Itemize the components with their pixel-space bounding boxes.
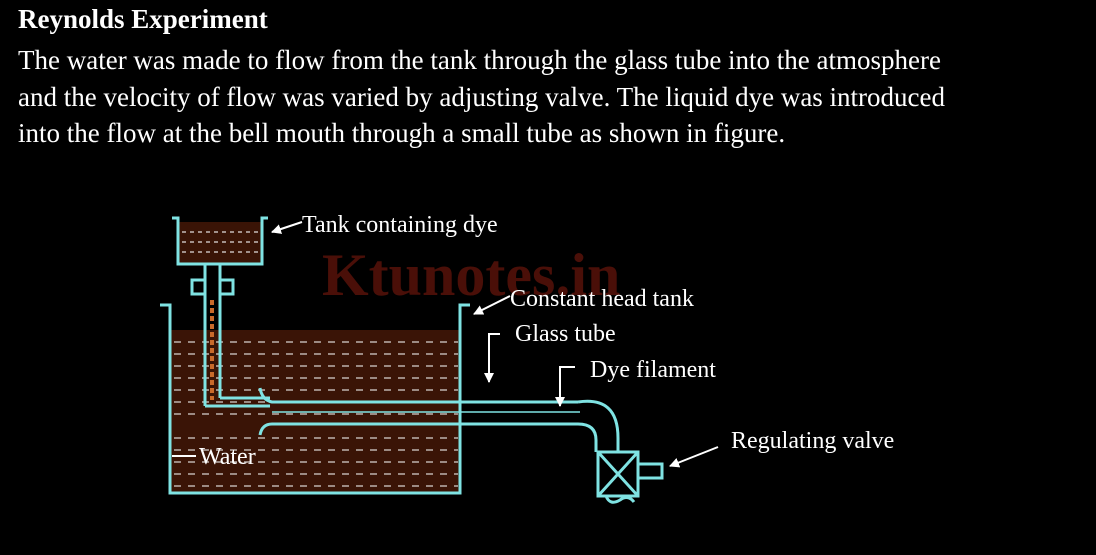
label-dye-filament-text: Dye filament bbox=[590, 357, 716, 383]
paragraph-line-1: The water was made to flow from the tank… bbox=[18, 45, 941, 75]
label-glass-tube: Glass tube bbox=[484, 321, 616, 383]
paragraph-line-3: into the flow at the bell mouth through … bbox=[18, 118, 786, 148]
label-regulating-valve: Regulating valve bbox=[669, 428, 894, 468]
label-regulating-valve-text: Regulating valve bbox=[731, 428, 894, 454]
dye-valve bbox=[190, 278, 235, 296]
label-tank-dye: Tank containing dye bbox=[271, 212, 498, 238]
dye-tank bbox=[172, 216, 268, 266]
label-water-text: Water bbox=[199, 444, 256, 470]
label-constant-head: Constant head tank bbox=[473, 286, 694, 315]
paragraph-line-2: and the velocity of flow was varied by a… bbox=[18, 81, 946, 112]
label-glass-tube-text: Glass tube bbox=[515, 321, 616, 347]
description-paragraph: The water was made to flow from the tank… bbox=[18, 42, 1088, 152]
slide-title: Reynolds Experiment bbox=[18, 4, 268, 34]
regulating-valve bbox=[596, 450, 664, 504]
label-constant-head-text: Constant head tank bbox=[510, 286, 694, 312]
watermark-text: Ktunotes.in bbox=[322, 242, 620, 308]
label-tank-dye-text: Tank containing dye bbox=[302, 212, 498, 238]
glass-tube bbox=[258, 387, 620, 452]
label-water: Water bbox=[172, 444, 256, 470]
label-dye-filament: Dye filament bbox=[555, 357, 716, 407]
constant-head-tank bbox=[160, 303, 470, 495]
